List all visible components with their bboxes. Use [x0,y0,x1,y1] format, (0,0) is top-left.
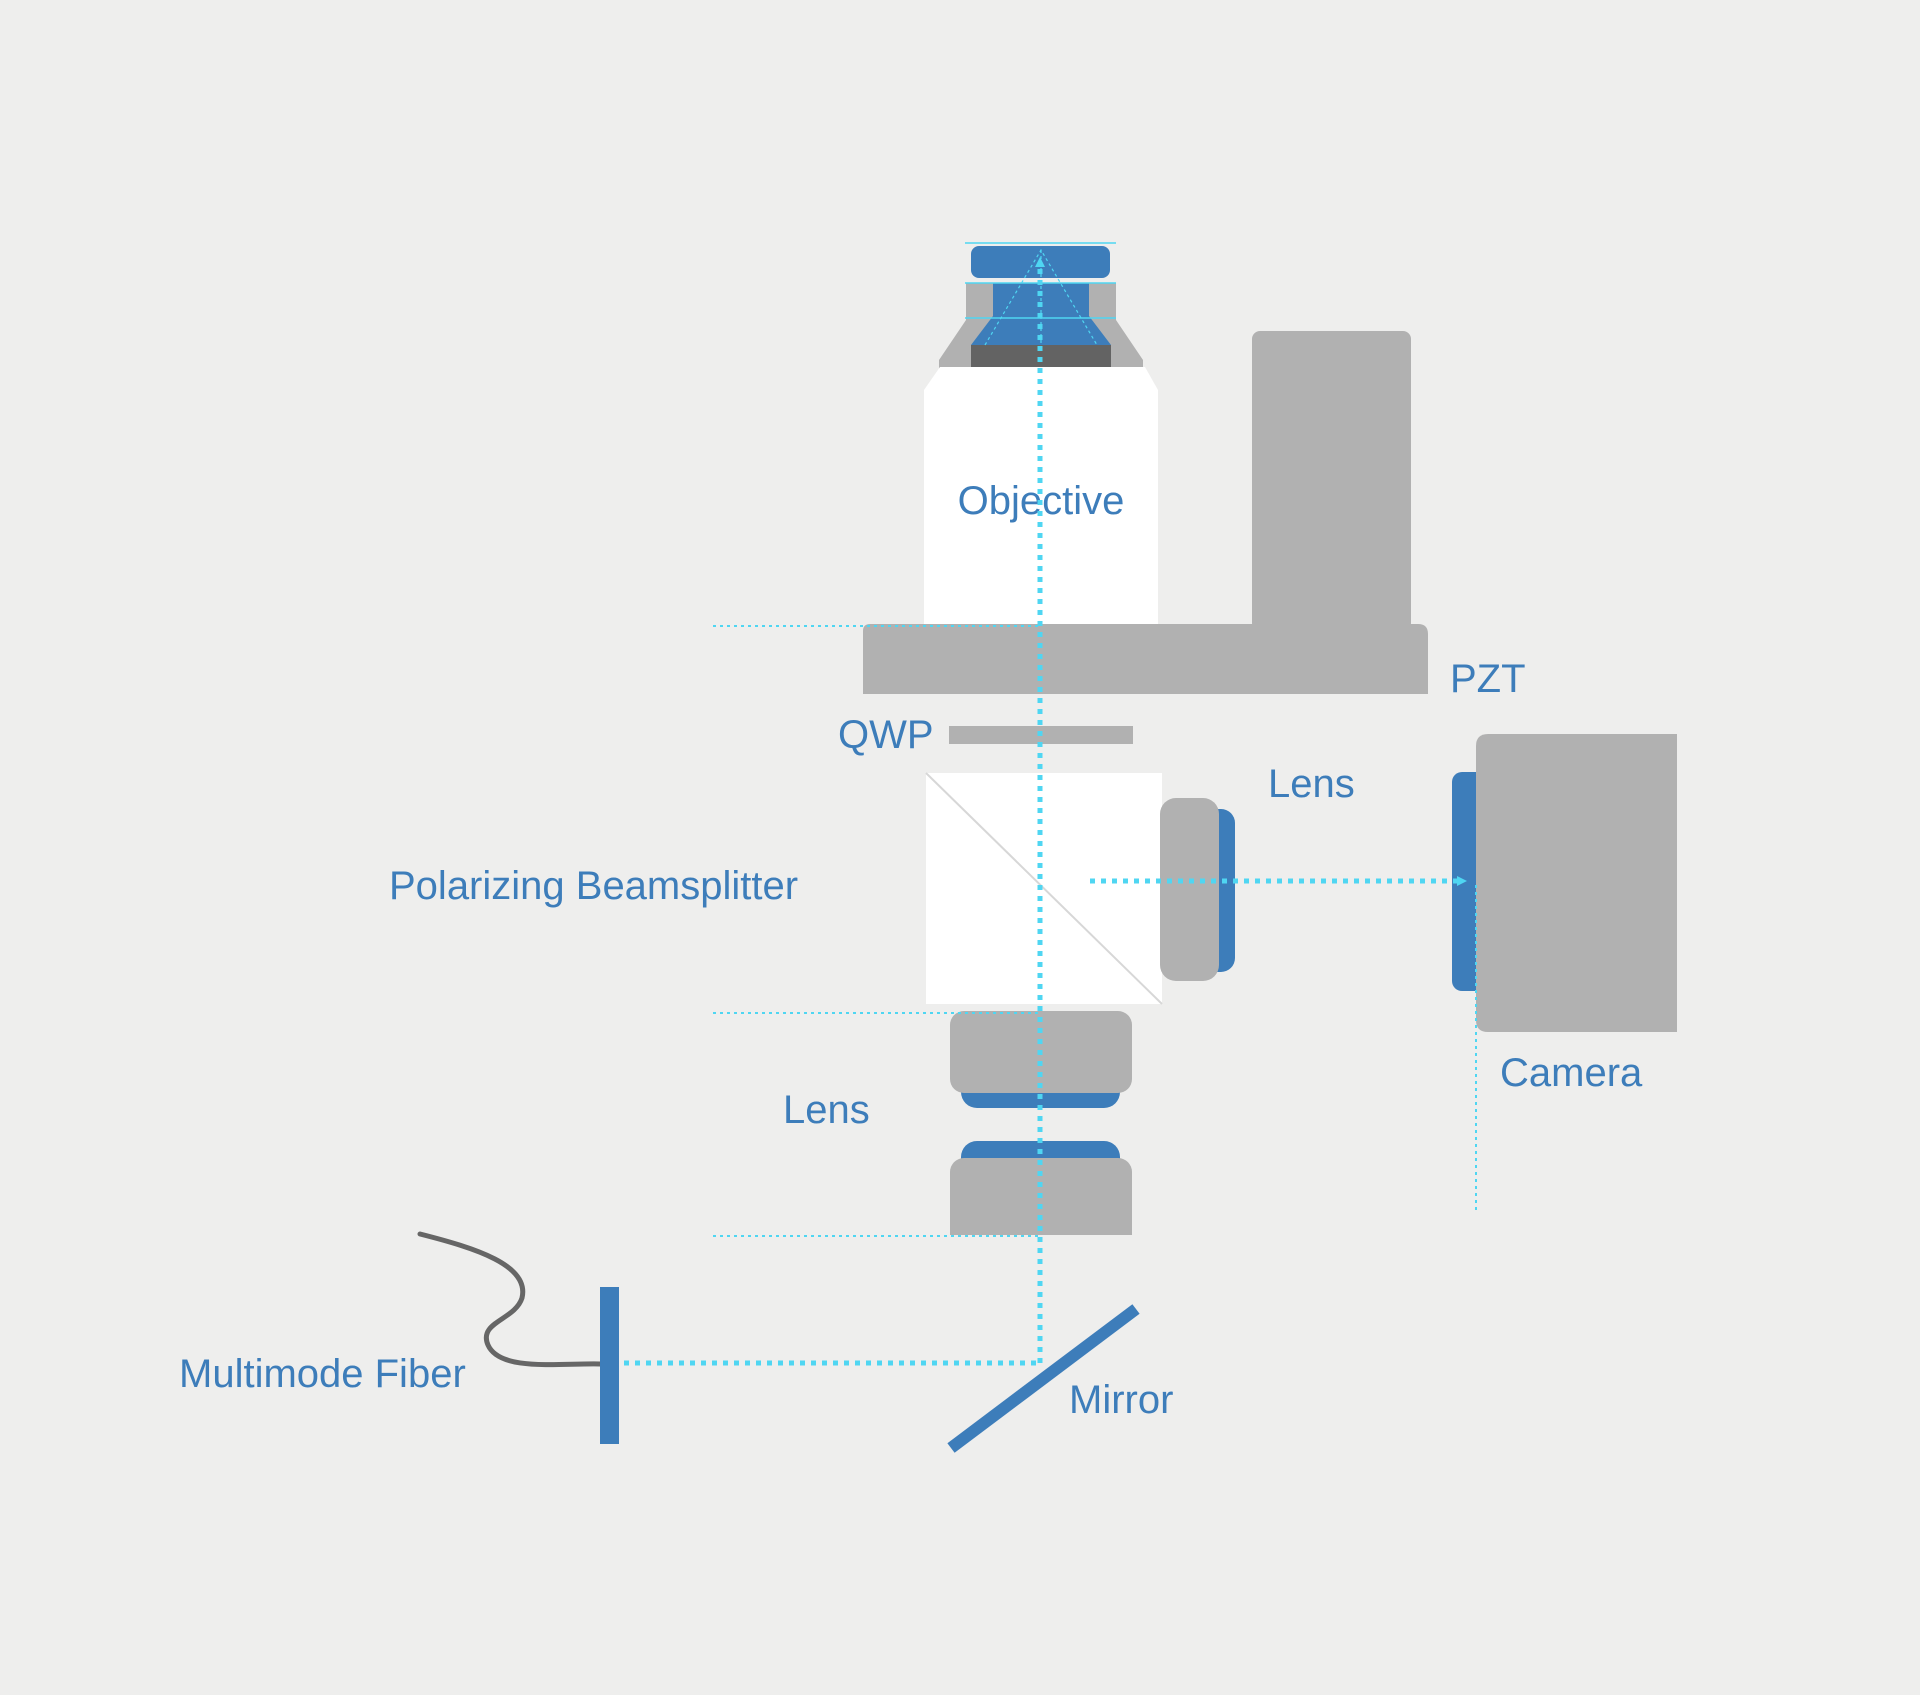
qwp-label: QWP [838,713,934,757]
polarizing-beamsplitter-label: Polarizing Beamsplitter [389,864,798,908]
pzt-column [1252,331,1411,631]
mirror-element [947,1304,1140,1453]
objective-focus-cone [984,248,1098,346]
polarizing-beamsplitter: Polarizing Beamsplitter [389,772,1163,1005]
mirror-label: Mirror [1069,1378,1173,1422]
objective-body [924,367,1158,625]
camera-label: Camera [1500,1051,1643,1095]
pzt-plate [863,624,1428,694]
mirror: Mirror [947,1304,1173,1453]
lens-side-label: Lens [1268,762,1355,806]
lens-bottom-label: Lens [783,1088,870,1132]
pzt-stage: PZT [863,331,1526,701]
multimode-fiber: Multimode Fiber [179,1231,619,1444]
camera: Camera [1452,734,1677,1212]
objective-dark-ring [971,345,1111,367]
qwp: QWP [838,713,1133,757]
light-path [624,257,1467,1366]
fiber-cable [417,1231,603,1368]
beamsplitter-diagonal [925,772,1163,1005]
bottom-lens: Lens [783,1011,1132,1235]
fiber-output-coupler [600,1287,619,1444]
side-lens: Lens [1160,762,1355,981]
side-lens-barrel [1160,798,1219,981]
pzt-label: PZT [1450,657,1526,701]
camera-body [1476,734,1677,1032]
multimode-fiber-label: Multimode Fiber [179,1352,466,1396]
